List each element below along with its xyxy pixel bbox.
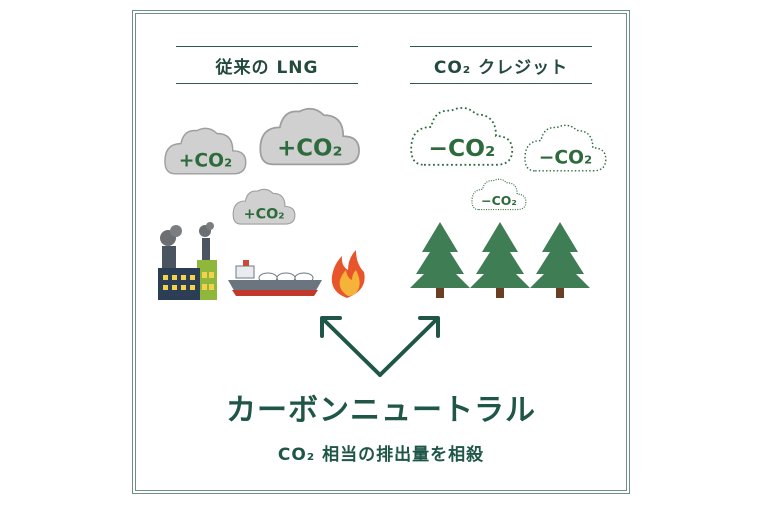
- cloud-label: +CO₂: [179, 151, 233, 172]
- flame-icon: [331, 250, 365, 298]
- page-subtitle: CO₂ 相当の排出量を相殺: [277, 445, 485, 465]
- emission-cloud-2: +CO₂: [259, 107, 360, 166]
- tree-icon: [410, 222, 470, 298]
- tree-icon: [530, 222, 590, 298]
- tree-icon: [470, 222, 530, 298]
- emission-cloud-3: +CO₂: [232, 188, 296, 225]
- lng-ship-icon: [228, 260, 322, 296]
- inner-frame: [135, 13, 627, 491]
- cloud-label: −CO₂: [428, 134, 495, 162]
- offset-cloud-3: −CO₂: [471, 178, 527, 211]
- cloud-label: −CO₂: [481, 193, 517, 208]
- cloud-label: +CO₂: [244, 207, 285, 223]
- emission-cloud-1: +CO₂: [164, 127, 247, 175]
- offset-cloud-1: −CO₂: [410, 107, 514, 166]
- heading-conventional-lng: 従来の LNG: [176, 46, 358, 84]
- outer-frame: [132, 10, 630, 494]
- page-title: カーボンニュートラル: [226, 393, 536, 428]
- factory-icon: [158, 222, 217, 300]
- offset-cloud-2: −CO₂: [524, 124, 607, 172]
- cloud-label: −CO₂: [539, 148, 593, 169]
- cloud-label: +CO₂: [277, 136, 342, 162]
- heading-co2-credit: CO₂ クレジット: [410, 46, 592, 84]
- double-arrow-icon: [320, 316, 440, 377]
